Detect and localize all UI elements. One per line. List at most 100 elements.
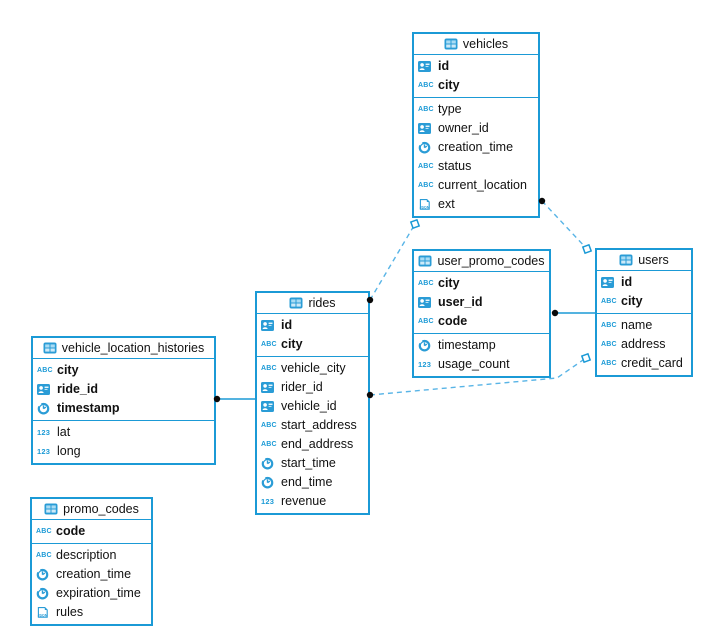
table-header[interactable]: rides [257, 293, 368, 314]
timestamp-icon [36, 568, 52, 581]
column-row[interactable]: start_time [257, 454, 368, 473]
column-name: id [621, 275, 633, 289]
column-name: rider_id [281, 380, 323, 394]
column-row[interactable]: ride_id [33, 380, 214, 399]
table-header[interactable]: promo_codes [32, 499, 151, 520]
table-title: user_promo_codes [437, 254, 545, 268]
column-name: city [621, 294, 643, 308]
column-row[interactable]: id [597, 273, 691, 292]
text-icon: ABC [601, 360, 617, 367]
column-name: city [438, 276, 460, 290]
column-row[interactable]: timestamp [33, 399, 214, 418]
column-row[interactable]: timestamp [414, 336, 549, 355]
number-icon: 123 [37, 447, 51, 456]
column-name: start_time [281, 456, 336, 470]
column-name: type [438, 102, 462, 116]
column-row[interactable]: rider_id [257, 378, 368, 397]
column-name: start_address [281, 418, 357, 432]
column-name: timestamp [438, 338, 496, 352]
column-row[interactable]: vehicle_id [257, 397, 368, 416]
table-header[interactable]: vehicles [414, 34, 538, 55]
table-header[interactable]: vehicle_location_histories [33, 338, 214, 359]
column-name: owner_id [438, 121, 489, 135]
column-row[interactable]: creation_time [32, 565, 151, 584]
relation-endpoint-diamond [409, 218, 421, 230]
column-name: code [56, 524, 86, 538]
column-name: timestamp [57, 401, 120, 415]
relation-endpoint-diamond [581, 243, 593, 255]
text-icon: ABC [418, 182, 434, 189]
uuid-icon [261, 382, 277, 393]
column-row[interactable]: ABC city [597, 292, 691, 311]
table-title: vehicles [462, 37, 509, 51]
number-icon: 123 [37, 428, 51, 437]
text-icon: ABC [418, 82, 434, 89]
table-title: rides [308, 296, 336, 310]
timestamp-icon [418, 141, 434, 154]
text-icon: ABC [601, 298, 617, 305]
table-header[interactable]: user_promo_codes [414, 251, 549, 272]
column-row[interactable]: ABC city [414, 76, 538, 95]
column-name: id [438, 59, 450, 73]
column-name: code [438, 314, 468, 328]
column-name: creation_time [438, 140, 514, 154]
column-name: vehicle_city [281, 361, 346, 375]
column-row[interactable]: id [257, 316, 368, 335]
column-name: rules [56, 605, 84, 619]
table-header[interactable]: users [597, 250, 691, 271]
column-row[interactable]: ABC vehicle_city [257, 359, 368, 378]
timestamp-icon [261, 476, 277, 489]
json-icon: JSON [418, 198, 434, 211]
column-row[interactable]: expiration_time [32, 584, 151, 603]
text-icon: ABC [418, 163, 434, 170]
column-row[interactable]: user_id [414, 293, 549, 312]
relation-user_promo_codes-users [551, 309, 597, 317]
column-name: city [57, 363, 79, 377]
column-row[interactable]: owner_id [414, 119, 538, 138]
column-row[interactable]: end_time [257, 473, 368, 492]
column-row[interactable]: id [414, 57, 538, 76]
timestamp-icon [36, 587, 52, 600]
column-row[interactable]: ABC current_location [414, 176, 538, 195]
column-row[interactable]: ABC status [414, 157, 538, 176]
column-name: city [438, 78, 460, 92]
column-name: status [438, 159, 472, 173]
column-name: description [56, 548, 117, 562]
column-name: current_location [438, 178, 527, 192]
svg-text:JSON: JSON [420, 205, 430, 209]
column-row[interactable]: creation_time [414, 138, 538, 157]
text-icon: ABC [261, 365, 277, 372]
column-name: revenue [281, 494, 327, 508]
relation-endpoint-diamond [580, 352, 592, 364]
